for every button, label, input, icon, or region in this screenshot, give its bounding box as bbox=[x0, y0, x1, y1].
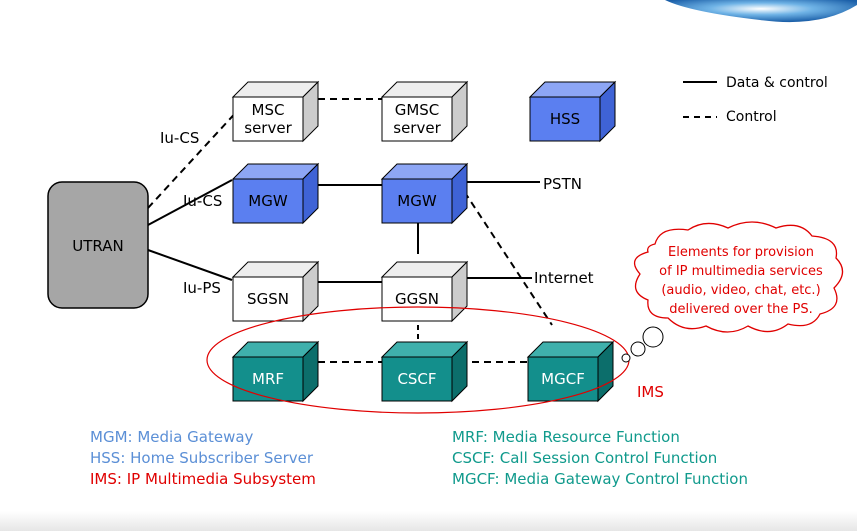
label-iu-cs-top: Iu-CS bbox=[160, 129, 199, 147]
node-msc-label: server bbox=[244, 119, 292, 137]
node-mrf-label: MRF bbox=[252, 370, 284, 388]
node-mgw1-label: MGW bbox=[248, 192, 288, 210]
node-cscf: CSCF bbox=[380, 340, 469, 403]
thought-line-2: of IP multimedia services bbox=[659, 264, 823, 279]
footer-hss: HSS: Home Subscriber Server bbox=[90, 449, 314, 467]
thought-line-4: delivered over the PS. bbox=[669, 302, 812, 317]
label-iu-cs-mid: Iu-CS bbox=[183, 192, 222, 210]
node-mgw2-front bbox=[381, 178, 453, 224]
thought-line-1: Elements for provision bbox=[668, 245, 814, 260]
node-sgsn-label: SGSN bbox=[247, 290, 289, 308]
bottom-band bbox=[0, 511, 857, 531]
legend: Data & control Control bbox=[683, 75, 828, 125]
label-pstn: PSTN bbox=[543, 175, 582, 193]
node-mgcf: MGCF bbox=[526, 340, 615, 403]
node-hss-front bbox=[529, 96, 601, 142]
legend-control: Control bbox=[726, 109, 777, 125]
link-utran-msc bbox=[147, 107, 241, 209]
link-mgw2-mgcf bbox=[457, 181, 553, 326]
node-utran-label: UTRAN bbox=[72, 237, 123, 255]
node-mgcf-front bbox=[527, 356, 599, 402]
decorative-orb bbox=[665, 0, 857, 23]
node-hss: HSS bbox=[528, 80, 617, 143]
node-utran bbox=[47, 181, 149, 309]
label-iu-ps: Iu-PS bbox=[183, 279, 221, 297]
footer-mgm: MGM: Media Gateway bbox=[90, 428, 254, 446]
node-hss-label: HSS bbox=[550, 110, 580, 128]
node-ggsn-front bbox=[381, 276, 453, 322]
legend-data-control: Data & control bbox=[726, 75, 828, 91]
link-utran-mgw1 bbox=[147, 179, 233, 226]
node-ggsn-label: GGSN bbox=[395, 290, 439, 308]
node-mgw2: MGW bbox=[380, 162, 469, 225]
node-mgw1-front bbox=[232, 178, 304, 224]
node-mgw2-label: MGW bbox=[397, 192, 437, 210]
thought-cloud bbox=[633, 221, 844, 333]
thought-line-3: (audio, video, chat, etc.) bbox=[661, 283, 820, 298]
node-mgw1: MGW bbox=[231, 162, 320, 225]
node-mrf-front bbox=[232, 356, 304, 402]
node-gmsc-front bbox=[381, 96, 453, 142]
connections bbox=[147, 98, 553, 363]
node-sgsn-front bbox=[232, 276, 304, 322]
thought-bubble: Elements for provision of IP multimedia … bbox=[621, 221, 844, 363]
link-utran-sgsn bbox=[147, 249, 233, 281]
node-msc-front bbox=[232, 96, 304, 142]
node-msc-label: MSC bbox=[252, 101, 285, 119]
node-cscf-front bbox=[381, 356, 453, 402]
footer-mgcf: MGCF: Media Gateway Control Function bbox=[452, 470, 748, 488]
footer-mrf: MRF: Media Resource Function bbox=[452, 428, 680, 446]
footer-cscf: CSCF: Call Session Control Function bbox=[452, 449, 718, 467]
node-gmsc-label: server bbox=[393, 119, 441, 137]
thought-dot-1 bbox=[642, 326, 664, 348]
node-mgcf-label: MGCF bbox=[541, 370, 585, 388]
label-internet: Internet bbox=[534, 269, 594, 287]
label-ims: IMS bbox=[637, 383, 664, 401]
node-gmsc-label: GMSC bbox=[395, 101, 440, 119]
thought-dot-3 bbox=[621, 353, 631, 363]
node-cscf-label: CSCF bbox=[397, 370, 436, 388]
node-mrf: MRF bbox=[231, 340, 320, 403]
node-ggsn: GGSN bbox=[380, 260, 469, 323]
thought-dot-2 bbox=[630, 341, 646, 357]
node-sgsn: SGSN bbox=[231, 260, 320, 323]
footer-ims: IMS: IP Multimedia Subsystem bbox=[90, 470, 316, 488]
